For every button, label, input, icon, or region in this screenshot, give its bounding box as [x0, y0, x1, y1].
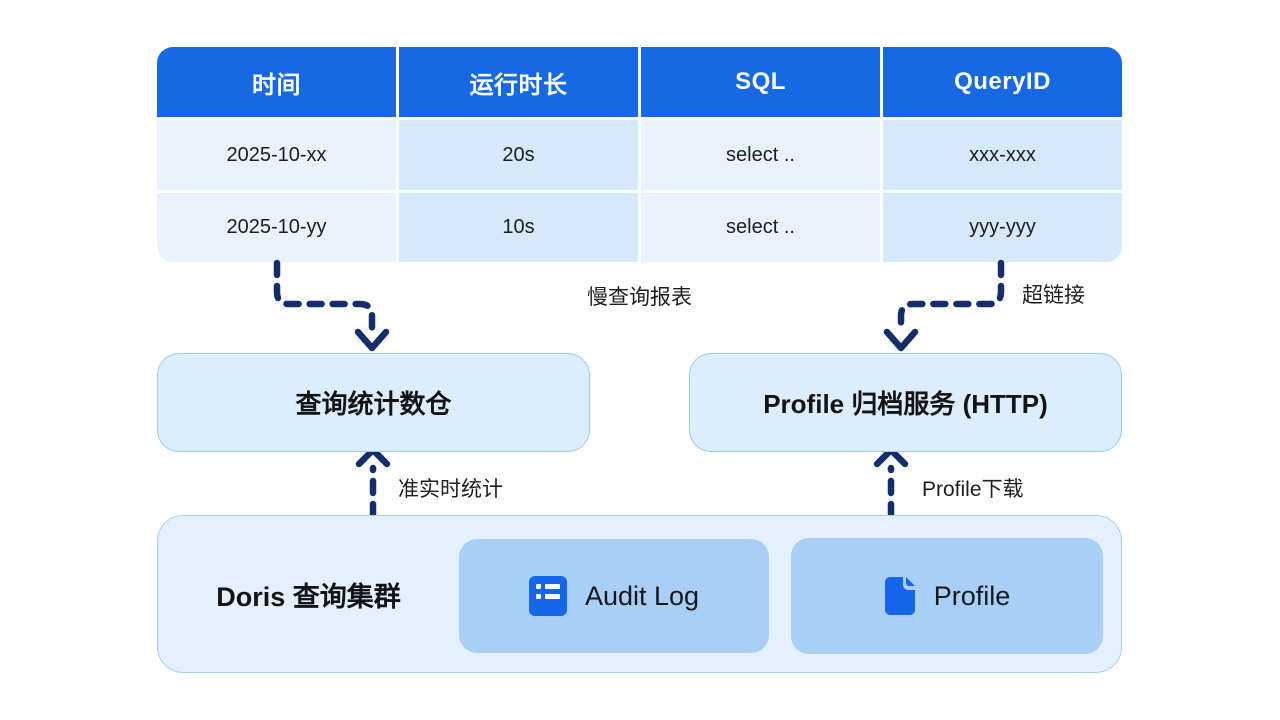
- table-cell-sql-1: select ..: [641, 120, 880, 190]
- arrow-doris-to-warehouse: [355, 446, 391, 520]
- node-doris-cluster: Doris 查询集群 Audit Log Profile: [157, 515, 1122, 673]
- slow-query-table: 时间 运行时长 SQL QueryID 2025-10-xx 20s selec…: [157, 47, 1122, 262]
- arrow-table-to-archive: [883, 259, 1005, 352]
- table-cell-time-1: 2025-10-xx: [157, 120, 396, 190]
- list-icon: [528, 576, 567, 616]
- table-header-queryid: QueryID: [883, 47, 1122, 117]
- label-near-realtime-stats: 准实时统计: [398, 478, 503, 501]
- label-slow-query-report: 慢查询报表: [587, 286, 692, 309]
- node-query-stats-warehouse-label: 查询统计数仓: [295, 389, 452, 419]
- table-cell-queryid-2: yyy-yyy: [883, 193, 1122, 262]
- arrow-doris-to-archive: [873, 446, 909, 520]
- node-query-stats-warehouse: 查询统计数仓: [157, 353, 590, 452]
- doris-cluster-title: Doris 查询集群: [216, 581, 401, 612]
- label-profile-download: Profile下载: [922, 478, 1024, 501]
- audit-log-label: Audit Log: [584, 580, 700, 611]
- table-cell-time-2: 2025-10-yy: [157, 193, 396, 262]
- arrow-table-to-warehouse: [273, 259, 390, 352]
- table-cell-queryid-1: xxx-xxx: [883, 120, 1122, 190]
- label-hyperlink: 超链接: [1022, 284, 1085, 307]
- table-cell-duration-1: 20s: [399, 120, 638, 190]
- table-header-duration: 运行时长: [399, 47, 638, 117]
- node-audit-log: Audit Log: [459, 539, 769, 653]
- file-document-icon: [884, 577, 915, 615]
- table-header-time: 时间: [157, 47, 396, 117]
- table-header-sql: SQL: [641, 47, 880, 117]
- table-cell-sql-2: select ..: [641, 193, 880, 262]
- node-profile-archive-service: Profile 归档服务 (HTTP): [689, 353, 1122, 452]
- node-profile-archive-service-label: Profile 归档服务 (HTTP): [763, 389, 1048, 419]
- table-cell-duration-2: 10s: [399, 193, 638, 262]
- profile-label: Profile: [933, 580, 1011, 611]
- node-profile: Profile: [791, 538, 1103, 654]
